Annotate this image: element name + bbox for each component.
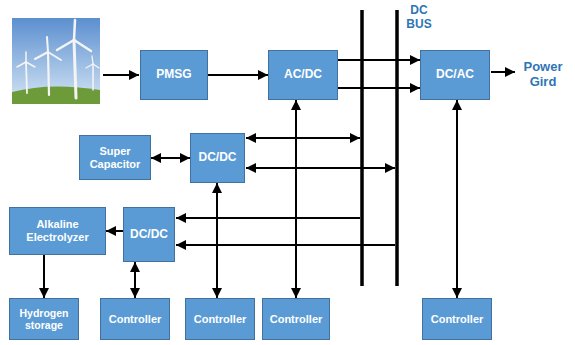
- connector-arrow: [43, 255, 45, 298]
- bus-arrow: [176, 217, 360, 219]
- turbine: [17, 20, 99, 98]
- process-box: PMSG: [140, 50, 208, 100]
- blade: [86, 64, 93, 68]
- process-box: DC/DC: [123, 207, 175, 262]
- box-label: AC/DC: [284, 68, 322, 82]
- box-label: Controller: [109, 313, 162, 326]
- bus-arrow: [246, 137, 360, 139]
- box-label: Super Capacitor: [84, 145, 146, 170]
- process-box: AC/DC: [268, 50, 338, 100]
- connector-arrow: [338, 87, 420, 89]
- blade: [48, 52, 61, 60]
- connector-arrow: [208, 74, 268, 76]
- tower: [26, 62, 27, 93]
- process-box: DC/DC: [190, 133, 245, 183]
- box-label: Hydrogen storage: [14, 307, 74, 331]
- process-box: Controller: [100, 298, 170, 340]
- box-label: Alkaline Electrolyzer: [14, 218, 101, 243]
- blade: [35, 52, 48, 59]
- dc-bus-line: [395, 10, 399, 286]
- box-label: Controller: [270, 313, 323, 326]
- blade: [74, 40, 91, 51]
- box-label: DC/AC: [436, 68, 474, 82]
- tower: [74, 40, 76, 98]
- box-label: PMSG: [156, 68, 191, 82]
- connector-arrow: [151, 157, 190, 159]
- blade: [92, 56, 93, 64]
- blade: [25, 52, 27, 62]
- process-box: Controller: [262, 298, 330, 340]
- box-label: DC/DC: [199, 151, 237, 165]
- bus-arrow: [176, 244, 395, 246]
- process-box: Alkaline Electrolyzer: [9, 207, 106, 255]
- blade: [47, 37, 48, 52]
- connector-arrow: [134, 262, 136, 298]
- process-box: Controller: [422, 298, 492, 340]
- blade: [57, 40, 74, 50]
- box-label: Controller: [194, 313, 247, 326]
- tower: [92, 64, 94, 90]
- connector-arrow: [456, 100, 458, 298]
- box-label: Controller: [431, 313, 484, 326]
- ground: [12, 86, 100, 104]
- bus-label: DC BUS: [401, 4, 437, 32]
- connector-arrow: [106, 230, 123, 232]
- blade: [74, 20, 75, 40]
- process-box: DC/AC: [420, 50, 490, 100]
- wind-turbine-picture: [12, 18, 100, 104]
- sky: [12, 18, 100, 104]
- connector-arrow: [338, 59, 420, 61]
- tower: [48, 52, 49, 95]
- connector-arrow: [216, 183, 218, 298]
- bus-arrow: [246, 167, 395, 169]
- blade: [17, 62, 26, 67]
- grid-arrow: [491, 71, 515, 73]
- picture-arrow: [103, 74, 139, 76]
- process-box: Controller: [185, 298, 255, 340]
- blade: [93, 64, 99, 68]
- blade: [26, 62, 35, 67]
- grid-label: Power Gird: [515, 60, 571, 90]
- process-box: Hydrogen storage: [9, 298, 79, 340]
- box-label: DC/DC: [130, 228, 168, 242]
- process-box: Super Capacitor: [79, 135, 151, 180]
- connector-arrow: [295, 100, 297, 298]
